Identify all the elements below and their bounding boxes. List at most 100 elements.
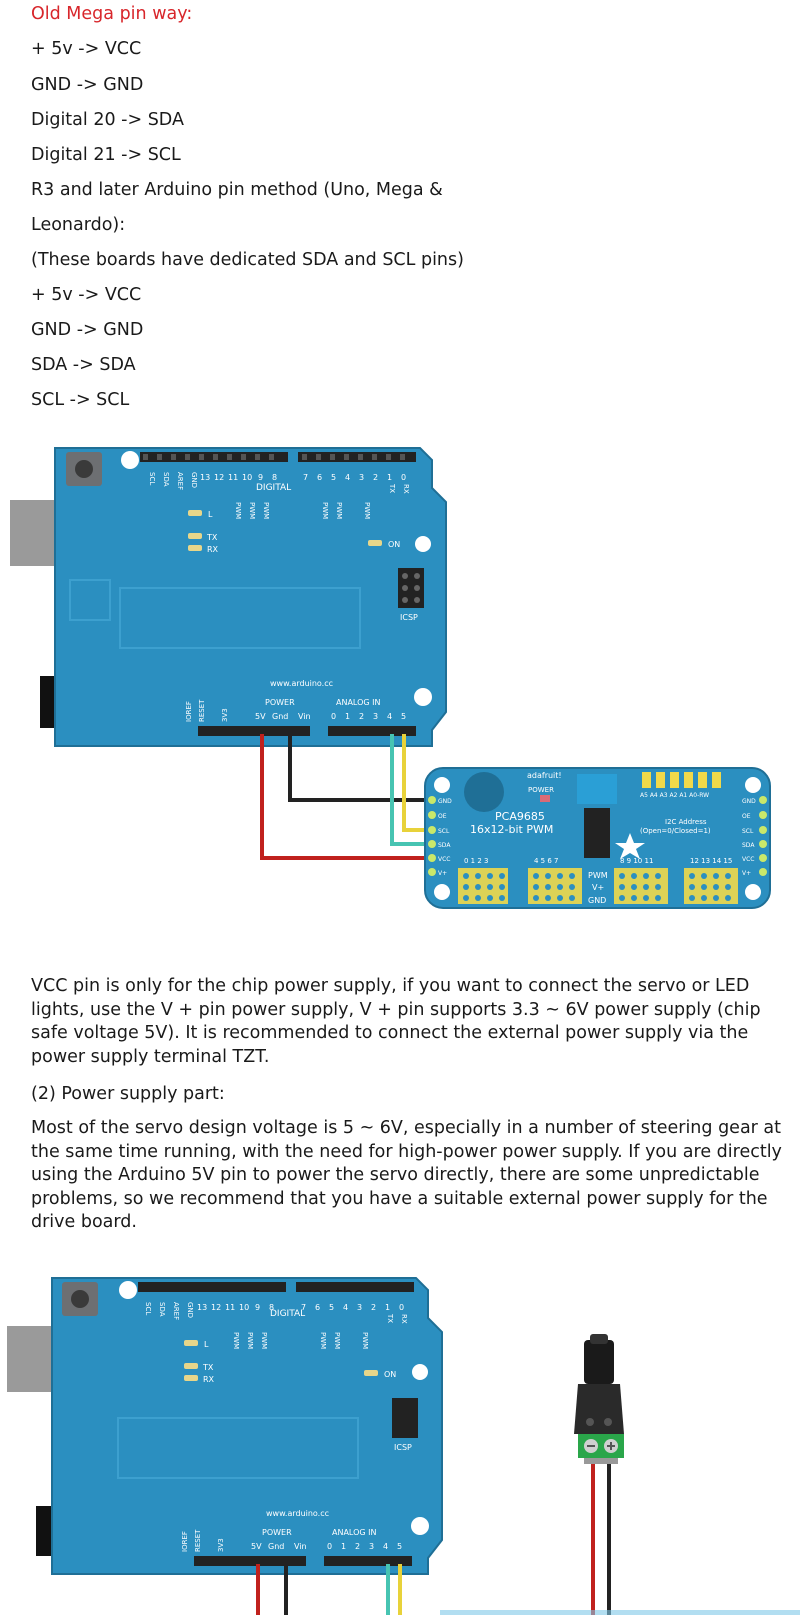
text-line: + 5v -> VCC (31, 39, 142, 59)
power-pin-ioref: IOREF (185, 701, 193, 722)
pin-label-gnd: GND (186, 1302, 194, 1318)
led-tx-label: TX (202, 1363, 214, 1372)
pin-label-1: 1 (385, 1303, 390, 1312)
wiring-diagram-1: DIGITAL SCL SDA AREF GND 13 12 11 10 9 8… (10, 447, 771, 909)
pin-label-4: 4 (343, 1303, 348, 1312)
pca-right-sda: SDA (742, 842, 755, 849)
tx-label-top: TX (386, 1313, 394, 1323)
analog-pin-2: 2 (355, 1542, 360, 1551)
text-line: GND -> GND (31, 320, 144, 340)
analog-label: ANALOG IN (336, 698, 381, 707)
pin-label-5: 5 (331, 473, 336, 482)
pca-right-gnd: GND (742, 798, 756, 805)
text-line: Digital 20 -> SDA (31, 110, 184, 130)
pin-label-12: 12 (211, 1303, 221, 1312)
pca-i2c-label: I2C Address (665, 818, 707, 826)
rx-label-top: RX (402, 484, 410, 494)
icsp-label: ICSP (394, 1443, 412, 1452)
power-pin-5v: 5V (251, 1542, 262, 1551)
pca-gnd-label: GND (588, 896, 606, 905)
pca-right-scl: SCL (742, 828, 754, 835)
pca-group-0-3: 0 1 2 3 (464, 857, 489, 865)
analog-pin-0: 0 (331, 712, 336, 721)
text-line: + 5v -> VCC (31, 285, 142, 305)
pin-label-3: 3 (359, 473, 364, 482)
power-pin-reset: RESET (194, 1529, 202, 1552)
led-rx-label: RX (203, 1375, 215, 1384)
digital-label: DIGITAL (256, 483, 291, 493)
wire-gnd-black (288, 734, 432, 802)
analog-pin-5: 5 (401, 712, 406, 721)
pin-label-8: 8 (269, 1303, 274, 1312)
pca-group-4-7: 4 5 6 7 (534, 857, 559, 865)
pca-title-1: PCA9685 (495, 810, 545, 823)
analog-pin-1: 1 (345, 712, 350, 721)
pin-label-7: 7 (303, 473, 308, 482)
pca-left-sda: SDA (438, 842, 451, 849)
power-label: POWER (265, 698, 295, 707)
text-line: Digital 21 -> SCL (31, 145, 181, 165)
pin-label-3: 3 (357, 1303, 362, 1312)
pin-label-8: 8 (272, 473, 277, 482)
wiring-diagram-2: DIGITAL SCL SDA AREF GND 13 12 11 10 9 8… (7, 1277, 800, 1615)
text-line: SDA -> SDA (31, 355, 136, 375)
text-line: GND -> GND (31, 75, 144, 95)
pin-label-7: 7 (301, 1303, 306, 1312)
led-rx-label: RX (207, 545, 219, 554)
pca-left-vplus: V+ (438, 870, 447, 877)
pca-left-gnd: GND (438, 798, 452, 805)
led-l-label: L (208, 510, 213, 519)
screw-terminal (577, 774, 617, 804)
power-pin-gnd: Gnd (268, 1542, 284, 1551)
text-line: R3 and later Arduino pin method (Uno, Me… (31, 180, 443, 200)
arduino-url: www.arduino.cc (266, 1509, 329, 1518)
text-line: SCL -> SCL (31, 390, 130, 410)
analog-pin-4: 4 (387, 712, 392, 721)
pin-label-2: 2 (371, 1303, 376, 1312)
icsp-header (392, 1398, 418, 1438)
text-line: (These boards have dedicated SDA and SCL… (31, 250, 464, 270)
pin-label-0: 0 (399, 1303, 404, 1312)
pin-label-aref: AREF (176, 472, 184, 490)
wire-5v-red (260, 734, 432, 860)
pin-label-scl: SCL (144, 1302, 152, 1315)
pca-i2c-sub: (Open=0/Closed=1) (640, 827, 711, 835)
pwm-label: PWM (262, 502, 270, 519)
paragraph-power-supply-heading: (2) Power supply part: (31, 1084, 225, 1104)
pwm-label: PWM (260, 1332, 268, 1349)
wire-scl-yellow (402, 734, 432, 832)
pca-right-oe: OE (742, 813, 751, 820)
pca-right-vcc: VCC (742, 856, 754, 863)
analog-pin-5: 5 (397, 1542, 402, 1551)
pin-label-1: 1 (387, 473, 392, 482)
digital-header-2 (298, 452, 416, 462)
pin-label-13: 13 (200, 473, 210, 482)
pca-addr-label: A5 A4 A3 A2 A1 A0-RW (640, 792, 709, 799)
pca-pwm-label: PWM (588, 871, 608, 880)
pwm-label: PWM (363, 502, 371, 519)
pca-left-oe: OE (438, 813, 447, 820)
pca-vplus-label: V+ (592, 883, 604, 892)
power-pin-vin: Vin (294, 1542, 307, 1551)
analog-pin-0: 0 (327, 1542, 332, 1551)
pin-label-gnd: GND (190, 472, 198, 488)
arduino-board (51, 1277, 443, 1575)
power-pin-3v3: 3V3 (217, 1538, 225, 1552)
digital-label: DIGITAL (270, 1309, 305, 1319)
power-pin-5v: 5V (255, 712, 266, 721)
pin-label-aref: AREF (172, 1302, 180, 1320)
pwm-label: PWM (232, 1332, 240, 1349)
analog-label: ANALOG IN (332, 1528, 377, 1537)
pin-label-scl: SCL (148, 472, 156, 485)
led-on-label: ON (384, 1370, 396, 1379)
pin-label-4: 4 (345, 473, 350, 482)
wire-sda-teal (390, 734, 432, 846)
icsp-header (398, 568, 424, 608)
led-tx-label: TX (206, 533, 218, 542)
pin-label-2: 2 (373, 473, 378, 482)
pin-label-5: 5 (329, 1303, 334, 1312)
text-line: Leonardo): (31, 215, 126, 235)
analog-pin-1: 1 (341, 1542, 346, 1551)
analog-pin-3: 3 (369, 1542, 374, 1551)
pwm-label: PWM (335, 502, 343, 519)
